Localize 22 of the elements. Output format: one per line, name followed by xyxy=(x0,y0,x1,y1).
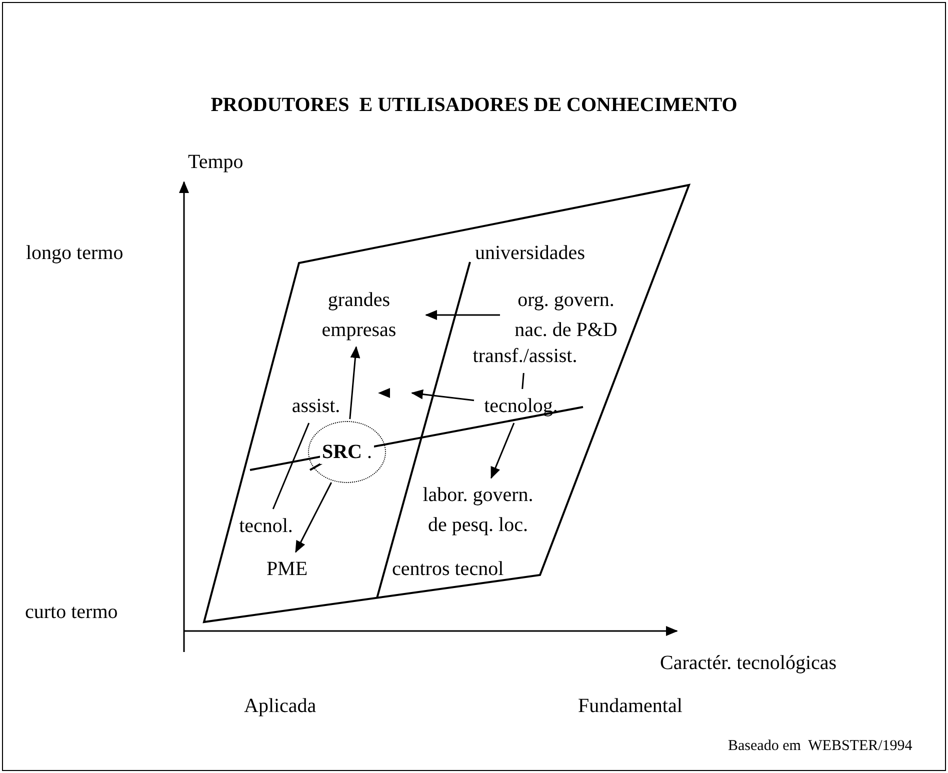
arrow xyxy=(411,389,474,402)
node-label: tecnol. xyxy=(235,511,297,541)
arrow xyxy=(349,346,360,420)
node-label: tecnolog. xyxy=(476,391,566,421)
arrow xyxy=(425,310,500,320)
node-label: PME xyxy=(257,554,317,584)
axis-label: Aplicada xyxy=(244,694,316,718)
title: PRODUTORES E UTILISADORES DE CONHECIMENTO xyxy=(210,93,738,118)
region-label: centros tecnol xyxy=(392,557,504,581)
node-label: assist. xyxy=(284,391,348,421)
axis-label: Tempo xyxy=(188,150,244,174)
axis-label: Fundamental xyxy=(578,694,682,718)
source-note: Baseado em WEBSTER/1994 xyxy=(728,737,912,756)
axis-label: Caractér. tecnológicas xyxy=(660,651,837,675)
arrow xyxy=(490,422,515,479)
node-label: labor. govern. de pesq. loc. xyxy=(411,480,545,540)
axis-label: curto termo xyxy=(25,600,118,624)
dotted-ellipse: SRC . xyxy=(308,421,386,483)
region-label: universidades xyxy=(475,241,585,265)
axis-label: longo termo xyxy=(26,241,124,265)
arrow xyxy=(295,482,332,553)
node-label: grandes empresas xyxy=(294,285,424,345)
